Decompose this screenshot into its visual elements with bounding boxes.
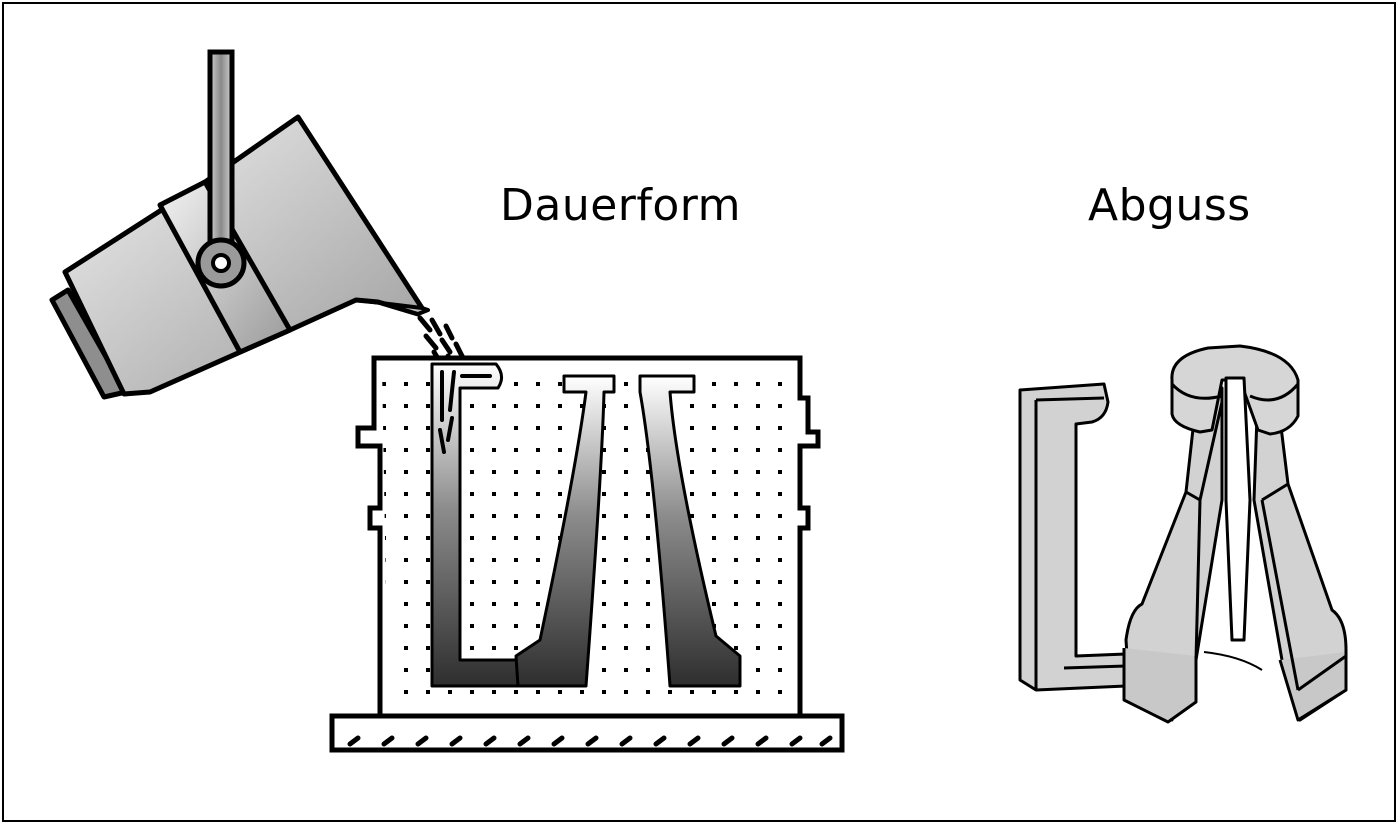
permanent-mold <box>329 355 845 753</box>
mold-label: Dauerform <box>500 180 741 231</box>
casting-label: Abguss <box>1088 180 1251 231</box>
casting <box>1018 344 1348 724</box>
mold-cavity-right-leg <box>638 374 742 688</box>
ladle-handle-rod <box>207 49 235 260</box>
ladle-pivot-pin <box>211 253 231 273</box>
casting-right-leg-edge <box>1260 482 1347 692</box>
casting-slot <box>1224 376 1252 642</box>
casting-l-part-edge <box>1034 396 1127 690</box>
casting-top-head-edge <box>1170 382 1300 402</box>
casting-left-foot <box>1122 648 1198 724</box>
casting-top-head <box>1170 344 1300 436</box>
ladle <box>49 49 430 400</box>
sprue-stream <box>438 370 492 454</box>
base-plate-hatching <box>347 735 833 747</box>
ladle-spout <box>354 298 430 316</box>
mold-cavity-left-leg <box>514 374 616 688</box>
casting-inner-curve <box>1203 651 1263 671</box>
casting-left-leg-edge <box>1185 401 1224 661</box>
